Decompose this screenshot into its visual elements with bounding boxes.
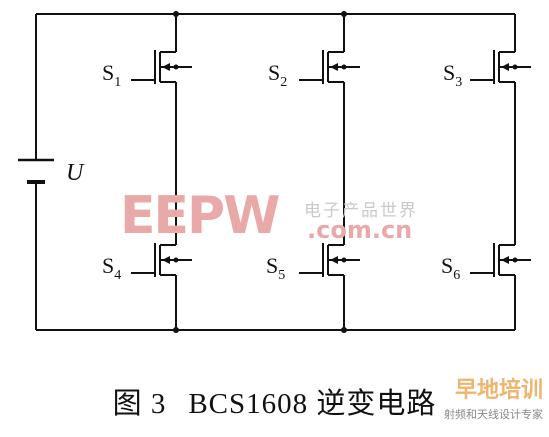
- switch-label-s6: S6: [441, 253, 460, 283]
- switch-label-s4: S4: [102, 253, 121, 283]
- figure-number: 图 3: [112, 388, 167, 420]
- eepw-watermark-chinese: 电子产品世界: [304, 201, 418, 221]
- figure-caption: 图 3 BCS1608 逆变电路: [0, 380, 549, 422]
- switch-label-s2: S2: [268, 60, 287, 90]
- eepw-watermark-logo: EEPW: [120, 186, 281, 246]
- switch-s5: [299, 243, 360, 277]
- switch-s2: [299, 50, 360, 84]
- switch-s3: [470, 50, 531, 84]
- switch-s4: [131, 243, 192, 277]
- switch-label-s1: S1: [102, 60, 121, 90]
- corner-watermark-sub: 射频和天线设计专家: [444, 408, 543, 421]
- corner-watermark-main: 早地培训: [454, 378, 543, 403]
- figure-title: BCS1608 逆变电路: [188, 388, 437, 420]
- switch-s6: [470, 243, 531, 277]
- switch-s1: [131, 50, 192, 84]
- switch-label-s3: S3: [443, 60, 462, 90]
- source-label-u: U: [66, 160, 85, 186]
- eepw-watermark-url: .com.cn: [307, 216, 413, 244]
- switch-label-s5: S5: [266, 253, 285, 283]
